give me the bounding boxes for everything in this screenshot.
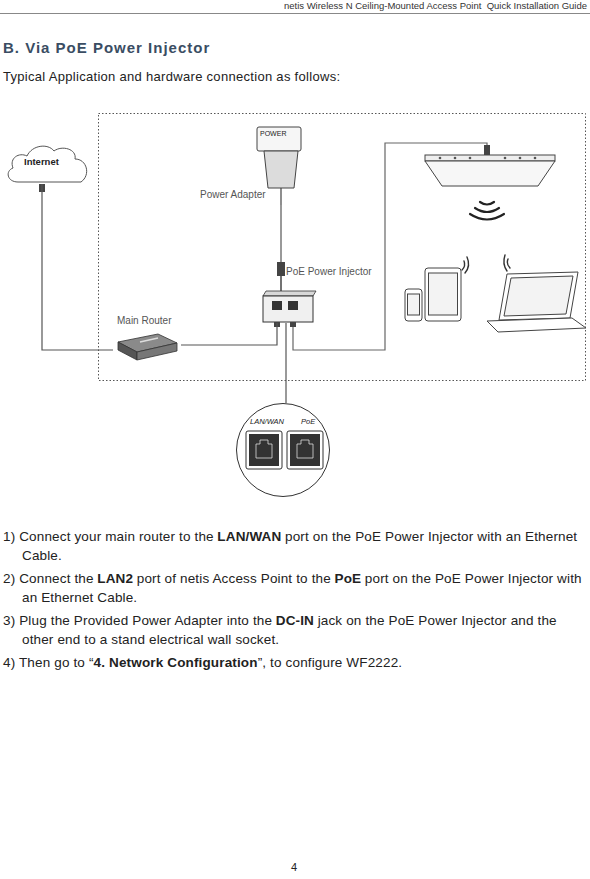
port-closeup: [256, 440, 272, 458]
power-adapter-drawing: [280, 188, 281, 205]
access-point-drawing: [504, 157, 507, 160]
port-name: 4. Network Configuration: [94, 655, 258, 670]
network-boundary: [99, 114, 586, 381]
wifi-signal: [475, 208, 499, 212]
client-devices: [405, 289, 422, 321]
router-drawing: [140, 338, 158, 342]
wifi-icons: [507, 259, 510, 268]
ethernet-cable: [42, 184, 113, 350]
zoom-leader: [285, 323, 286, 403]
access-point-drawing: [425, 161, 555, 186]
instruction-step: 2) Connect theLAN2 port of netis Access P…: [3, 569, 588, 607]
poe-injector-drawing: [280, 276, 282, 291]
port-name: PoE: [335, 571, 362, 586]
port-closeup: [246, 431, 323, 469]
power-adapter-drawing: [264, 151, 298, 188]
client-devices: [487, 318, 586, 332]
port-name: LAN2: [97, 571, 133, 586]
router-drawing: [118, 342, 137, 360]
access-point-drawing: [534, 157, 537, 160]
instruction-step: 4) Then go to “4. Network Configuration”…: [3, 653, 588, 672]
port-closeup: [290, 434, 320, 466]
header-rule: [0, 13, 590, 14]
instruction-step: 3) Plug the Provided Power Adapter into …: [3, 611, 588, 649]
instruction-text: 2) Connect the: [3, 571, 94, 586]
poe-injector: PoE Power Injector: [260, 262, 384, 323]
main-router: Main Router: [113, 314, 181, 362]
instruction-text: 4) Then go to “: [3, 655, 94, 670]
power-adapter-drawing: [257, 127, 301, 151]
instruction-text: port of netis Access Point to the: [137, 571, 331, 586]
port-name: LAN/WAN: [217, 529, 281, 544]
poe-injector-drawing: [272, 301, 282, 310]
poe-injector-drawing: [290, 322, 296, 327]
poe-injector-drawing: [277, 262, 285, 276]
access-point-drawing: [519, 157, 522, 160]
part-label: PoE Power Injector: [286, 266, 372, 277]
port-closeup: [249, 434, 279, 466]
port-closeup: [287, 431, 323, 469]
ethernet-cable: [181, 323, 277, 345]
wifi-icons: [462, 261, 465, 270]
client-devices: [408, 294, 420, 315]
cloud-label: Internet: [24, 156, 59, 167]
poe-injector-drawing: [263, 296, 313, 322]
power-adapter: POWER Power Adapter: [196, 126, 302, 205]
access-point-drawing: [469, 157, 472, 160]
page-header: netis Wireless N Ceiling-Mounted Access …: [284, 0, 587, 11]
instruction-step: 1) Connect your main router to theLAN/WA…: [3, 527, 588, 565]
port-name: DC-IN: [276, 613, 314, 628]
router-drawing: [118, 334, 177, 360]
port-label: PoE: [301, 417, 315, 426]
port-zoom: LAN/WAN PoE: [236, 403, 330, 497]
access-point-drawing: [425, 155, 555, 161]
instruction-text: 1) Connect your main router to the: [3, 529, 214, 544]
access-point-drawing: [439, 157, 442, 160]
wifi-icons: [462, 255, 510, 273]
intro-text: Typical Application and hardware connect…: [3, 69, 340, 84]
client-devices: [405, 268, 586, 332]
access-point-drawing: [454, 157, 457, 160]
wifi-signal: [470, 214, 504, 220]
port-closeup: [297, 440, 313, 458]
part-label: Power Adapter: [200, 189, 266, 200]
part-label: Main Router: [117, 315, 171, 326]
cloud-outline: [8, 146, 87, 182]
section-title: B. Via PoE Power Injector: [3, 39, 210, 56]
client-devices: [504, 276, 573, 316]
poe-injector-drawing: [263, 291, 316, 296]
client-devices: [425, 268, 461, 321]
adapter-marking: POWER: [260, 130, 286, 137]
wifi-icons: [504, 255, 507, 271]
page-number: 4: [291, 861, 297, 873]
port-label: LAN/WAN: [250, 417, 284, 426]
internet-cloud: Internet: [4, 142, 92, 184]
power-cord: [280, 205, 281, 262]
access-point-drawing: [484, 145, 490, 155]
router-drawing: [137, 343, 177, 360]
port-closeup: [246, 431, 282, 469]
client-devices: [429, 273, 458, 315]
wifi-icons: [465, 257, 469, 273]
instruction-text: ”, to configure WF2222.: [258, 655, 403, 670]
instruction-text: 3) Plug the Provided Power Adapter into …: [3, 613, 272, 628]
access-point-drawing: [425, 145, 555, 186]
client-devices: [499, 272, 578, 320]
wifi-signal: [470, 202, 504, 220]
wifi-signal: [480, 202, 494, 205]
poe-injector-drawing: [288, 301, 298, 310]
